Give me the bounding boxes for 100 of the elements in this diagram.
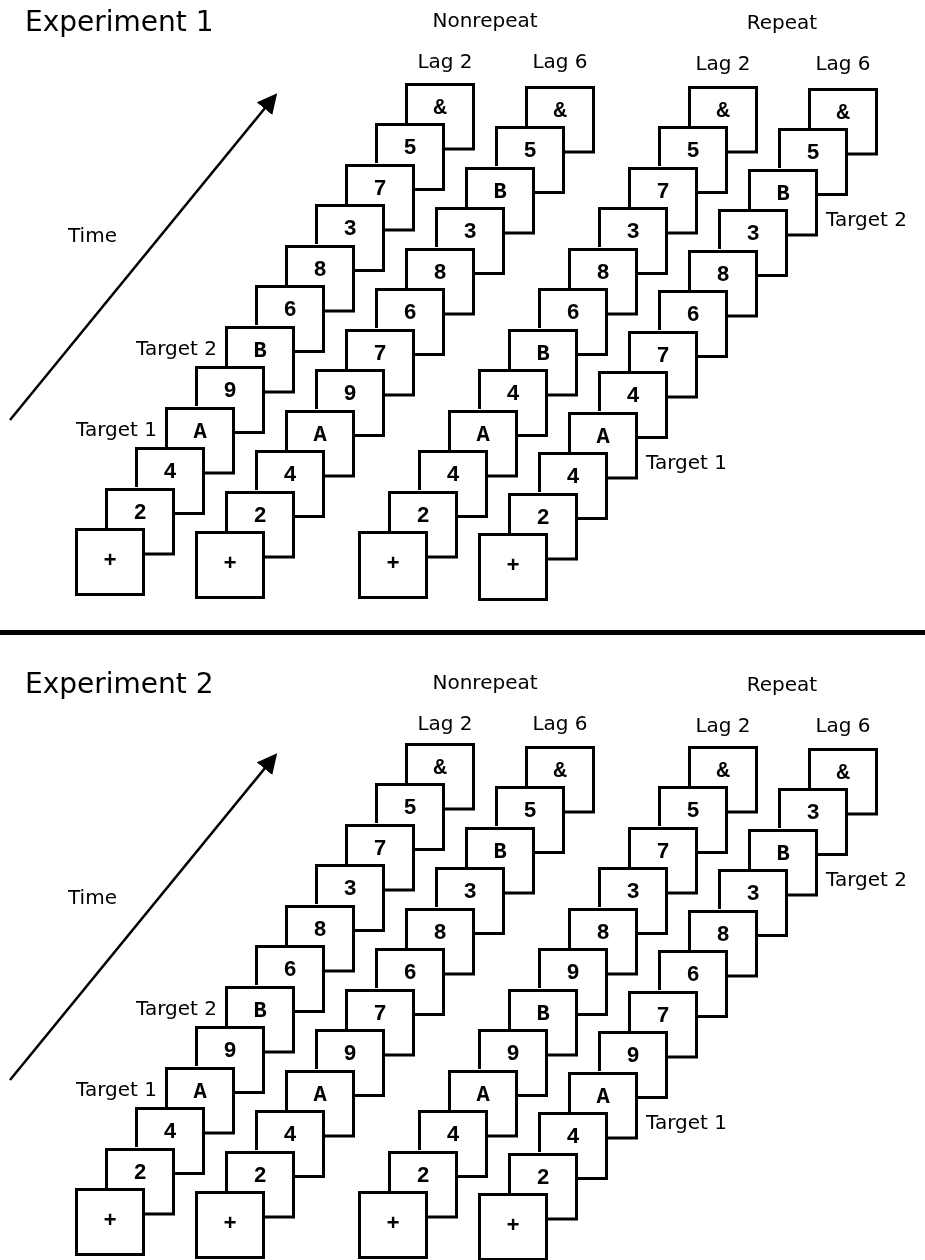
- stimulus-frame: [285, 904, 355, 945]
- stimulus-frame: [195, 1026, 265, 1066]
- stimulus-character: 4: [283, 1125, 297, 1147]
- stimulus-frame: [255, 945, 325, 985]
- stimulus-frame: [105, 487, 175, 528]
- stimulus-frame: [388, 490, 458, 531]
- stimulus-character: 7: [373, 1003, 387, 1026]
- stimulus-frame: [688, 909, 758, 950]
- stimulus-character: +: [223, 554, 237, 576]
- stimulus-character: 5: [686, 801, 700, 823]
- stimulus-frame: [195, 531, 265, 599]
- lag-heading: Lag 6: [815, 51, 871, 76]
- time-label: Time: [68, 885, 117, 910]
- stimulus-character: &: [433, 757, 447, 780]
- stimulus-character: 3: [806, 803, 820, 825]
- stimulus-frame: [345, 988, 415, 1029]
- stimulus-character: B: [776, 843, 790, 866]
- lag-heading: Lag 2: [417, 711, 473, 736]
- stimulus-frame: [435, 207, 505, 247]
- stimulus-character: A: [193, 421, 207, 444]
- stimulus-character: 9: [343, 1044, 357, 1066]
- stimulus-character: 8: [433, 922, 447, 945]
- stimulus-character: 9: [566, 963, 580, 985]
- stimulus-character: 4: [446, 465, 460, 487]
- lag-heading: Lag 2: [695, 51, 751, 76]
- stimulus-character: 5: [403, 138, 417, 160]
- lag-heading: Lag 6: [532, 49, 588, 74]
- stimulus-frame: [105, 1147, 175, 1188]
- stimulus-frame: [285, 244, 355, 285]
- stimulus-character: 2: [253, 1165, 267, 1188]
- stimulus-character: 3: [626, 222, 640, 244]
- stimulus-frame: [405, 82, 475, 123]
- stimulus-character: &: [553, 760, 567, 783]
- stimulus-character: +: [103, 551, 117, 573]
- stimulus-character: 3: [343, 219, 357, 241]
- stimulus-frame: [358, 1191, 428, 1259]
- stimulus-character: &: [716, 100, 730, 123]
- stimulus-frame: [478, 1193, 548, 1260]
- stimulus-frame: [375, 123, 445, 163]
- stimulus-frame: [375, 948, 445, 988]
- stimulus-character: 3: [746, 224, 760, 246]
- stimulus-character: 6: [283, 960, 297, 982]
- stimulus-frame: [495, 126, 565, 166]
- stimulus-character: 5: [806, 143, 820, 165]
- stimulus-frame: [508, 492, 578, 533]
- stimulus-character: A: [596, 426, 610, 449]
- stimulus-character: B: [493, 841, 507, 864]
- lag-heading: Lag 2: [695, 713, 751, 738]
- stimulus-character: 4: [163, 462, 177, 484]
- experiment-heading: Experiment 1: [25, 4, 214, 39]
- stimulus-frame: [405, 247, 475, 288]
- stimulus-character: 5: [403, 798, 417, 820]
- stimulus-frame: [388, 1150, 458, 1191]
- stimulus-character: 4: [506, 384, 520, 406]
- target-label: Target 1: [646, 449, 727, 475]
- stimulus-frame: [285, 409, 355, 450]
- stimulus-frame: [718, 209, 788, 249]
- stimulus-frame: [658, 290, 728, 330]
- stimulus-frame: [748, 168, 818, 209]
- stimulus-frame: [165, 406, 235, 447]
- stimulus-character: 2: [536, 1167, 550, 1190]
- stimulus-frame: [255, 450, 325, 490]
- stimulus-frame: [598, 207, 668, 247]
- stimulus-character: 9: [223, 381, 237, 403]
- stimulus-character: B: [536, 1003, 550, 1026]
- stimulus-frame: [628, 166, 698, 207]
- stimulus-character: 8: [596, 922, 610, 945]
- condition-heading: Nonrepeat: [432, 8, 538, 33]
- stimulus-character: 2: [416, 505, 430, 528]
- stimulus-character: 2: [253, 505, 267, 528]
- stimulus-character: 6: [403, 963, 417, 985]
- stimulus-character: 6: [283, 300, 297, 322]
- stimulus-character: 2: [536, 507, 550, 530]
- stimulus-frame: [195, 1191, 265, 1259]
- stimulus-frame: [688, 85, 758, 126]
- stimulus-frame: [315, 204, 385, 244]
- stimulus-character: 7: [656, 345, 670, 368]
- stimulus-frame: [75, 1188, 145, 1256]
- stimulus-character: 7: [656, 1005, 670, 1028]
- stimulus-character: B: [493, 181, 507, 204]
- stimulus-frame: [315, 369, 385, 409]
- stimulus-frame: [478, 1029, 548, 1069]
- stimulus-frame: [75, 528, 145, 596]
- stimulus-frame: [508, 988, 578, 1029]
- target-label: Target 2: [826, 206, 907, 232]
- stimulus-frame: [525, 745, 595, 786]
- stimulus-character: A: [193, 1081, 207, 1104]
- stimulus-frame: [418, 450, 488, 490]
- stimulus-character: 4: [163, 1122, 177, 1144]
- stimulus-frame: [718, 869, 788, 909]
- stimulus-frame: [748, 828, 818, 869]
- stimulus-frame: [345, 163, 415, 204]
- stimulus-character: B: [253, 1000, 267, 1023]
- stimulus-character: 4: [566, 1127, 580, 1149]
- stimulus-frame: [315, 864, 385, 904]
- stimulus-frame: [778, 788, 848, 828]
- stimulus-character: 8: [716, 264, 730, 287]
- stimulus-character: &: [836, 102, 850, 125]
- stimulus-frame: [538, 1112, 608, 1152]
- stimulus-character: 4: [626, 386, 640, 408]
